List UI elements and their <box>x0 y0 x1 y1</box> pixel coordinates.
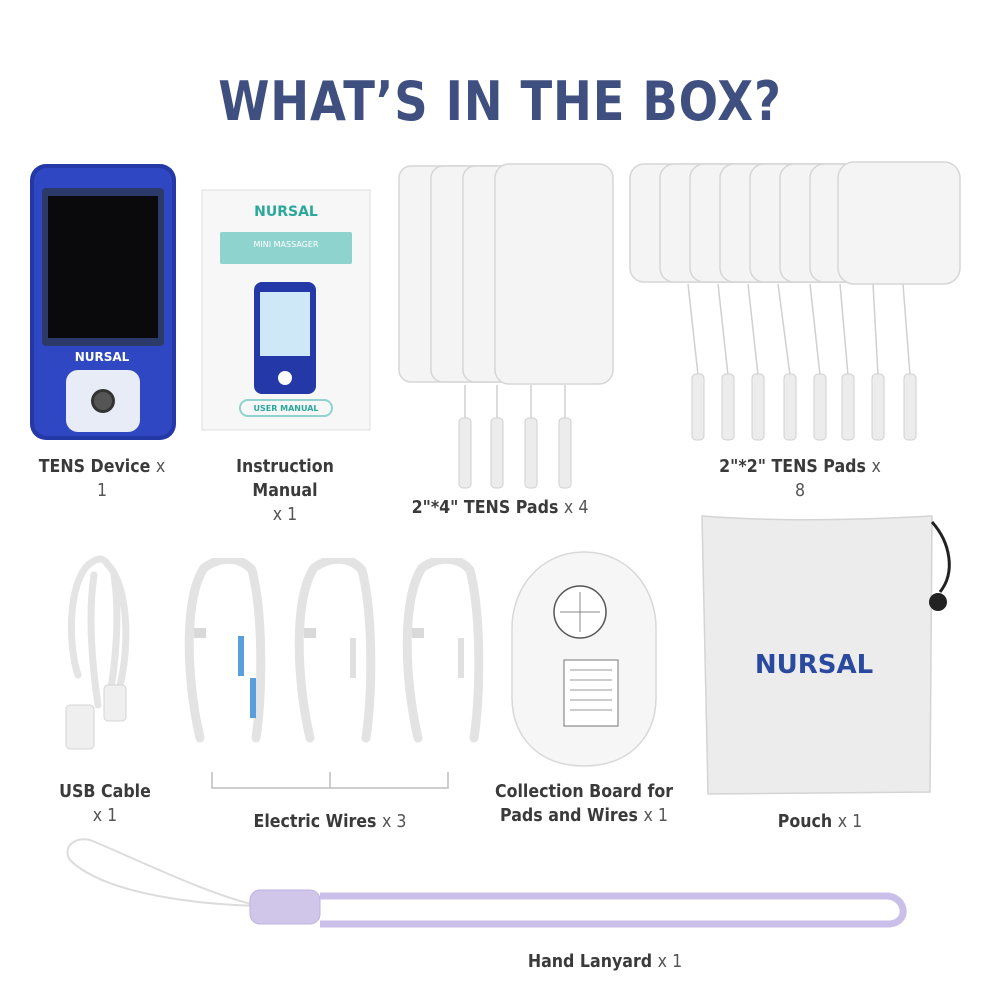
manual-subtitle: MINI MASSAGER <box>253 240 319 249</box>
instruction-manual-qty: x 1 <box>272 504 298 525</box>
small-pads-caption: 2"*2" TENS Pads x 8 <box>712 455 888 503</box>
electric-wires-caption: Electric Wires x 3 <box>233 810 427 834</box>
electric-wire-2-image <box>290 554 382 753</box>
usb-cable-name: USB Cable <box>59 781 151 802</box>
collection-board-image <box>508 548 660 770</box>
hand-lanyard-image <box>60 830 920 940</box>
electric-wires-name: Electric Wires <box>253 811 377 832</box>
small-tens-pads-image <box>628 160 963 445</box>
pouch-brand-label: NURSAL <box>754 650 874 680</box>
usb-cable-qty: x 1 <box>92 805 118 826</box>
collection-board-name-line2: Pads and Wires <box>500 805 638 826</box>
wires-bracket <box>210 770 450 790</box>
large-pads-qty: x 4 <box>563 497 589 518</box>
pouch-caption: Pouch x 1 <box>767 810 873 834</box>
usb-cable-image <box>58 555 150 755</box>
large-tens-pads-image <box>395 160 617 490</box>
instruction-manual-caption: Instruction Manual x 1 <box>201 455 368 527</box>
electric-wire-3-image <box>398 554 490 753</box>
electric-wires-qty: x 3 <box>382 811 407 832</box>
pouch-name: Pouch <box>777 811 833 832</box>
tens-device-qty: x 1 <box>96 456 166 501</box>
small-pads-qty: x 8 <box>794 456 881 501</box>
pouch-image <box>700 512 962 797</box>
pouch-qty: x 1 <box>837 811 863 832</box>
tens-device-caption: TENS Device x 1 <box>32 455 173 503</box>
tens-device-image <box>28 162 178 442</box>
manual-footer: USER MANUAL <box>253 404 319 413</box>
hand-lanyard-name: Hand Lanyard <box>527 951 653 972</box>
small-pads-name: 2"*2" TENS Pads <box>719 456 866 477</box>
collection-board-name-line1: Collection Board for <box>494 781 674 802</box>
collection-board-qty: x 1 <box>643 805 668 826</box>
device-brand-label: NURSAL <box>74 350 130 364</box>
tens-device-name: TENS Device <box>38 456 151 477</box>
large-pads-name: 2"*4" TENS Pads <box>411 497 559 518</box>
electric-wire-1-image <box>180 554 272 753</box>
collection-board-caption: Collection Board for Pads and Wires x 1 <box>491 780 678 828</box>
page-title: WHAT’S IN THE BOX? <box>218 70 782 133</box>
hand-lanyard-qty: x 1 <box>657 951 683 972</box>
usb-cable-caption: USB Cable x 1 <box>48 780 162 828</box>
instruction-manual-image <box>200 188 372 432</box>
instruction-manual-name: Instruction Manual <box>236 456 334 501</box>
manual-brand-label: NURSAL <box>254 204 318 220</box>
large-pads-caption: 2"*4" TENS Pads x 4 <box>408 496 593 520</box>
hand-lanyard-caption: Hand Lanyard x 1 <box>513 950 698 974</box>
